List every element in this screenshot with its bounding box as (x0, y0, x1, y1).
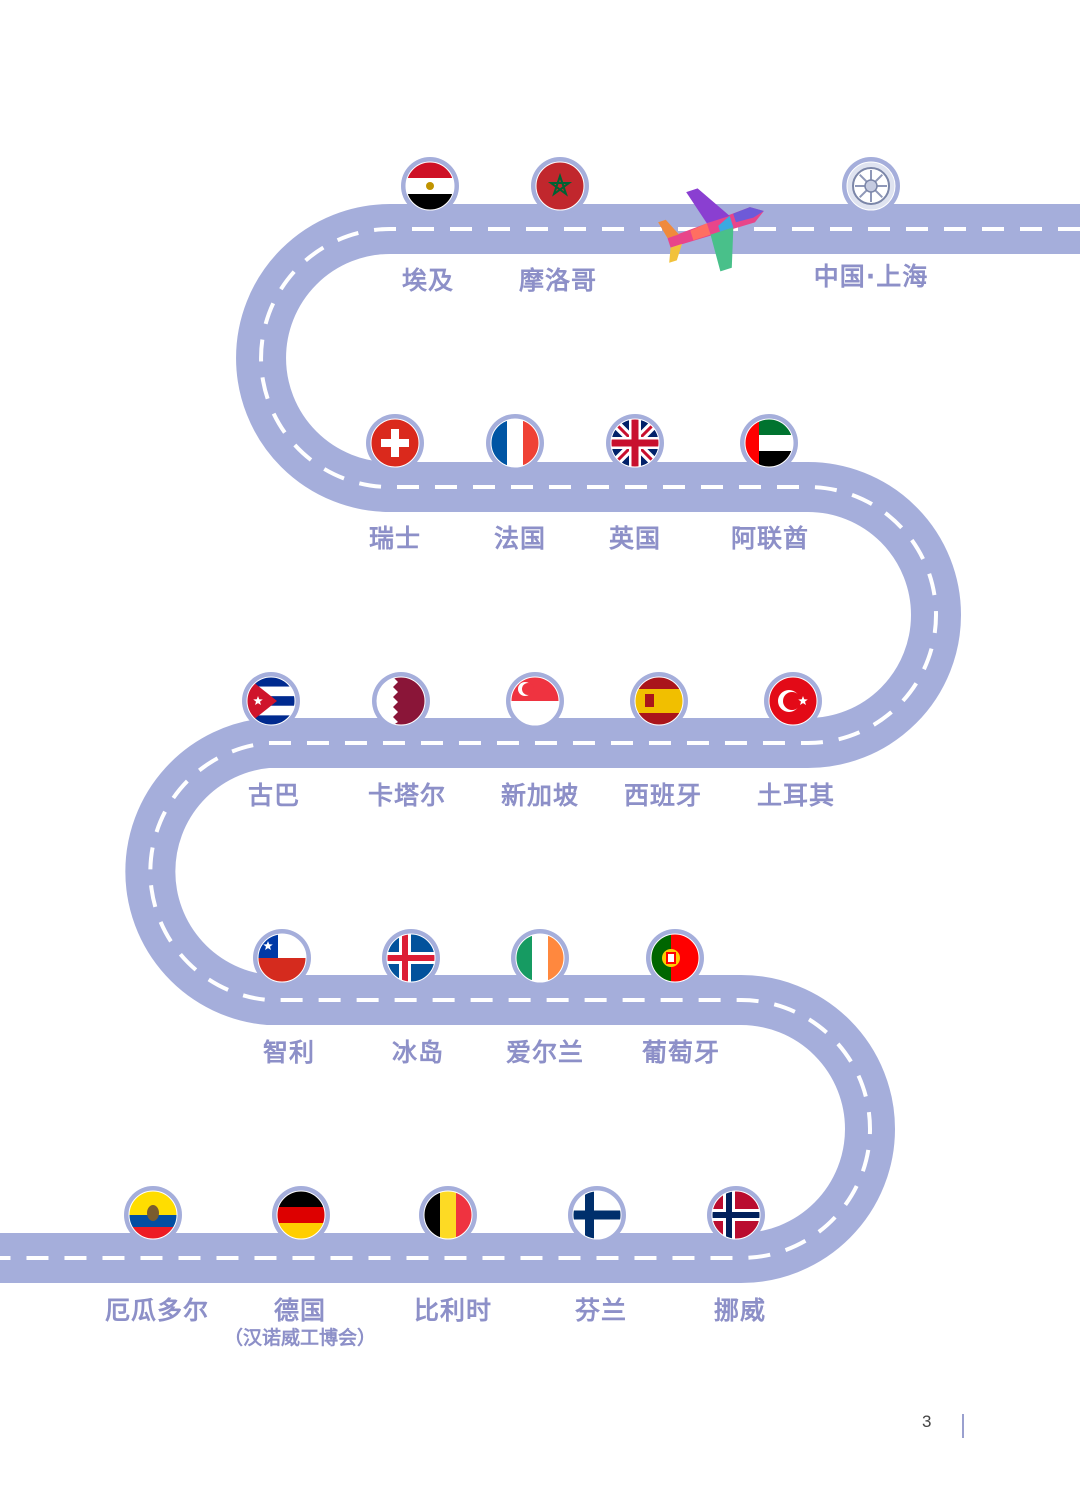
pin-shanghai (842, 157, 900, 226)
pin-germany (272, 1186, 330, 1255)
flag-finland (573, 1191, 621, 1239)
stop-label-qatar: 卡塔尔 (367, 781, 447, 810)
pin-uk (606, 414, 664, 483)
stop-label-germany: 德国 (273, 1296, 327, 1325)
pin-france (486, 414, 544, 483)
pin-belgium (419, 1186, 477, 1255)
flag-norway (712, 1191, 760, 1239)
pin-iceland (382, 929, 440, 998)
stop-label-uk: 英国 (608, 524, 662, 553)
stop-label-morocco: 摩洛哥 (518, 266, 598, 295)
flag-ireland (516, 934, 564, 982)
pin-cuba (242, 672, 300, 741)
flag-switzerland (371, 419, 419, 467)
pin-norway (707, 1186, 765, 1255)
flag-germany (277, 1191, 325, 1239)
page-number: 3 (922, 1412, 932, 1431)
stop-label-singapore: 新加坡 (500, 781, 580, 810)
stop-label-egypt: 埃及 (401, 266, 455, 295)
flag-belgium (424, 1191, 472, 1239)
pin-spain (630, 672, 688, 741)
stop-label-france: 法国 (493, 524, 547, 553)
pin-uae (740, 414, 798, 483)
stop-label-portugal: 葡萄牙 (641, 1038, 721, 1067)
stop-label-belgium: 比利时 (413, 1296, 493, 1325)
pin-portugal (646, 929, 704, 998)
flag-morocco (536, 162, 584, 210)
expo-emblem-icon (847, 162, 895, 210)
flag-cuba (247, 677, 295, 725)
pin-chile (253, 929, 311, 998)
pin-qatar (372, 672, 430, 741)
winding-road (0, 204, 1080, 1283)
pin-finland (568, 1186, 626, 1255)
stop-label-turkey: 土耳其 (756, 781, 836, 810)
flag-turkey (769, 677, 817, 725)
pin-ecuador (124, 1186, 182, 1255)
flag-egypt (406, 162, 454, 210)
flag-iceland (387, 934, 435, 982)
pin-ireland (511, 929, 569, 998)
stop-label-finland: 芬兰 (574, 1296, 628, 1325)
stop-label-norway: 挪威 (713, 1296, 767, 1325)
stop-label-chile: 智利 (262, 1038, 316, 1067)
stop-label-iceland: 冰岛 (391, 1038, 445, 1067)
pin-switzerland (366, 414, 424, 483)
flag-uk (611, 419, 659, 467)
stop-label-ireland: 爱尔兰 (505, 1038, 585, 1067)
airplane-icon (658, 188, 764, 272)
stop-label-spain: 西班牙 (623, 781, 703, 810)
pin-singapore (506, 672, 564, 741)
stop-label-switzerland: 瑞士 (368, 524, 422, 553)
stop-label-cuba: 古巴 (247, 781, 301, 810)
flag-france (491, 419, 539, 467)
pin-morocco (531, 157, 589, 226)
flag-qatar (377, 677, 425, 725)
stop-label-shanghai: 中国·上海 (813, 262, 929, 291)
pin-egypt (401, 157, 459, 226)
stop-sublabel-germany: （汉诺威工博会） (223, 1327, 377, 1349)
stop-label-ecuador: 厄瓜多尔 (104, 1296, 210, 1325)
flag-uae (745, 419, 793, 467)
flag-pins (124, 157, 900, 1255)
page-number-divider (962, 1414, 964, 1438)
pin-turkey (764, 672, 822, 741)
stop-label-uae: 阿联酋 (730, 524, 810, 553)
